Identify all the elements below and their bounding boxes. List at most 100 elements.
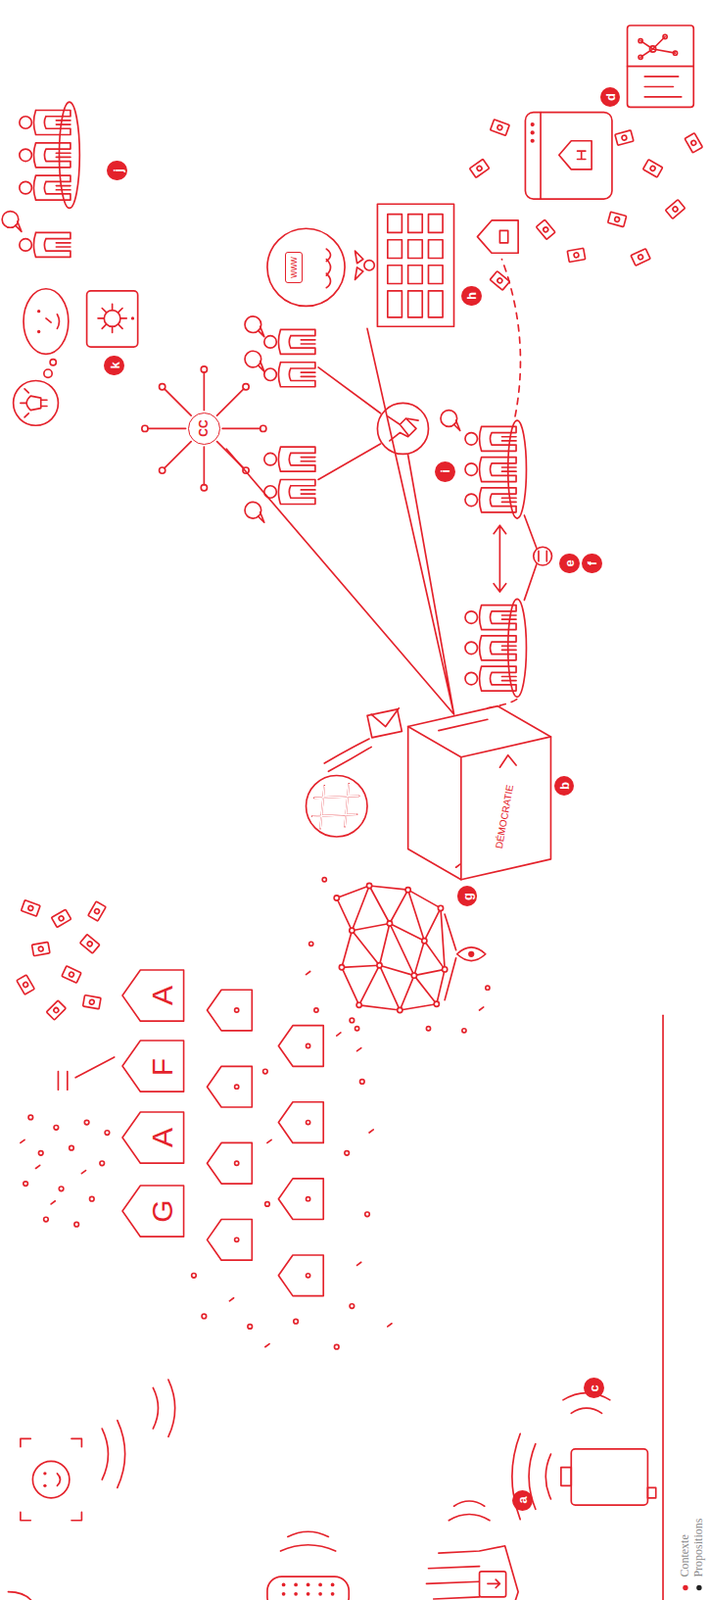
surveillance-devices: [331, 1591, 335, 1596]
surveillance-devices: [647, 1486, 656, 1497]
homes-and-people: [265, 1201, 271, 1207]
homes-and-people: [74, 1221, 80, 1227]
callout-marker: a: [512, 1489, 533, 1511]
money-web-book: [559, 141, 592, 170]
homes-and-people: [263, 1068, 269, 1074]
surveillance-devices: [20, 1437, 82, 1519]
homes-and-people: [206, 989, 252, 1031]
homes-and-people: [344, 1150, 350, 1156]
city-hall: [267, 203, 455, 327]
homes-and-people: [278, 1025, 324, 1067]
money-web-book: [662, 34, 667, 39]
money-web-book: [530, 122, 535, 127]
callout-marker: h: [461, 285, 482, 307]
surveillance-devices: [32, 1460, 69, 1497]
money-pile: [61, 965, 82, 983]
commons-network: [142, 366, 267, 491]
money-web-book: [539, 112, 542, 200]
callout-marker: d: [600, 87, 621, 108]
money-web-book: [684, 133, 703, 153]
network-mesh: [422, 938, 427, 944]
money-web-book: [577, 150, 586, 159]
homes-and-people: [278, 1254, 324, 1296]
section-label: Propositions: [692, 1517, 706, 1577]
homes-and-people: [333, 1343, 339, 1349]
surveillance-devices: [43, 1470, 47, 1474]
callout-marker: f: [581, 553, 603, 574]
house-outline: [122, 1184, 185, 1236]
network-mesh: [411, 972, 417, 978]
money-web-book: [489, 271, 510, 290]
house-outline: [122, 1111, 185, 1163]
node-text: A: [147, 985, 178, 1005]
surveillance-devices: [7, 1591, 48, 1600]
homes-and-people: [293, 1318, 299, 1324]
commons-network: [200, 366, 207, 373]
network-mesh: [426, 1026, 430, 1031]
city-hall: [387, 290, 403, 318]
surveillance-devices: [479, 1570, 507, 1597]
box-inscription: DÉMOCRATIE: [492, 783, 515, 850]
surveillance-devices: [282, 1591, 286, 1596]
ballot-box: [371, 708, 399, 727]
equal-groups: [440, 410, 461, 431]
network-mesh: [355, 1026, 360, 1031]
equal-groups: [493, 524, 506, 592]
homes-and-people: [206, 1065, 252, 1107]
homes-and-people: [53, 1125, 59, 1131]
people-group: [58, 101, 80, 208]
money-pile: [80, 934, 100, 953]
city-hall: [427, 290, 443, 318]
city-hall: [387, 239, 403, 259]
node-text: k: [107, 361, 121, 369]
surveillance-devices: [512, 1432, 552, 1518]
surveillance-devices: [318, 1591, 323, 1596]
homes-and-people: [20, 989, 392, 1349]
people-group: [1, 211, 22, 233]
node-text: CC: [197, 420, 210, 437]
dialogue-groups: [318, 367, 381, 480]
network-mesh: [377, 962, 382, 968]
surveillance-devices: [487, 1578, 500, 1587]
dialogue-groups: [264, 329, 316, 354]
tablet-face-idea: [44, 369, 52, 378]
node-text: A: [147, 1127, 178, 1147]
surveillance-devices: [318, 1582, 323, 1587]
leader-lines: [226, 328, 454, 714]
money-pile: [50, 908, 71, 927]
money-web-book: [627, 36, 695, 66]
network-mesh: [338, 964, 344, 970]
network-mesh: [349, 927, 355, 933]
money-web-book: [630, 248, 651, 266]
homes-and-people: [349, 1303, 355, 1309]
callout-marker: e: [559, 553, 580, 574]
homes-and-people: [191, 1273, 197, 1278]
commons-network: [260, 425, 267, 431]
ballot-box: [324, 738, 372, 771]
network-mesh: [405, 887, 411, 893]
ballot-box: [324, 706, 551, 880]
tablet-face-idea: [87, 290, 139, 347]
surveillance-devices: [570, 1448, 648, 1505]
commons-network: [142, 425, 148, 431]
node-text: b: [558, 781, 571, 790]
network-mesh: [322, 877, 327, 882]
equal-groups: [533, 546, 553, 566]
city-hall: [267, 228, 345, 306]
section-index: [662, 1014, 703, 1600]
equal-groups: [523, 515, 547, 600]
homes-and-people: [201, 1313, 207, 1319]
city-hall: [427, 239, 443, 259]
network-mesh: [366, 882, 372, 888]
people-group: [1, 101, 80, 257]
surveillance-devices: [43, 1483, 47, 1487]
money-web-book: [627, 25, 695, 107]
homes-and-people: [206, 1141, 252, 1184]
city-hall: [387, 214, 403, 234]
tablet-face-idea: [37, 309, 41, 313]
node-text: d: [603, 93, 616, 101]
surveillance-devices: [7, 1378, 656, 1600]
network-mesh: [309, 941, 314, 946]
ballot-box: [499, 755, 517, 767]
